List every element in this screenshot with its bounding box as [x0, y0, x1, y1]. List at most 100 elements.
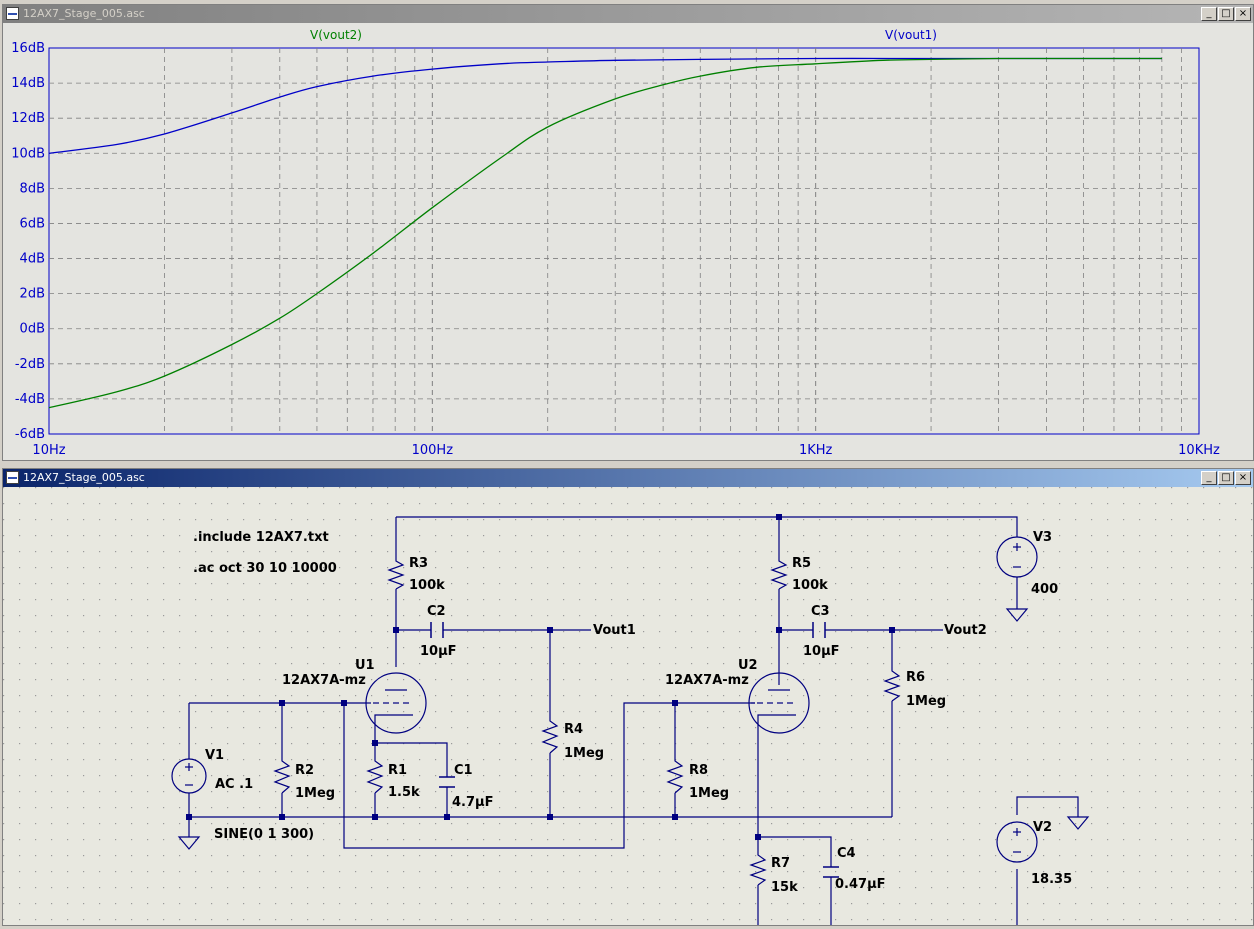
- label-v2[interactable]: V2: [1033, 820, 1052, 835]
- value-r5[interactable]: 100k: [792, 578, 828, 593]
- value-r2[interactable]: 1Meg: [295, 786, 335, 801]
- y-tick-label: 2dB: [20, 287, 45, 302]
- value-r7[interactable]: 15k: [771, 880, 798, 895]
- value-u1[interactable]: 12AX7A-mz: [282, 673, 366, 688]
- label-c3[interactable]: C3: [811, 604, 830, 619]
- resistor-r2[interactable]: [273, 757, 291, 794]
- y-tick-label: 10dB: [11, 146, 45, 161]
- x-tick-label: 10KHz: [1178, 443, 1220, 458]
- resistor-r1[interactable]: [366, 757, 384, 794]
- value-r3[interactable]: 100k: [409, 578, 445, 593]
- label-r4[interactable]: R4: [564, 722, 583, 737]
- x-tick-label: 1KHz: [799, 443, 833, 458]
- legend-vout2[interactable]: V(vout2): [310, 28, 362, 42]
- schematic-content: .include 12AX7.txt .ac oct 30 10 10000 R…: [3, 487, 1253, 925]
- source-v2[interactable]: [996, 821, 1038, 863]
- ac-analysis-plot[interactable]: 16dB14dB12dB10dB8dB6dB4dB2dB0dB-2dB-4dB-…: [3, 23, 1253, 460]
- junctions: [186, 514, 895, 840]
- label-c4[interactable]: C4: [837, 846, 856, 861]
- capacitors: [430, 622, 839, 878]
- value-c3[interactable]: 10µF: [803, 644, 840, 659]
- label-r7[interactable]: R7: [771, 856, 790, 871]
- y-tick-label: 0dB: [20, 322, 45, 337]
- resistor-r6[interactable]: [883, 667, 901, 702]
- value-c1[interactable]: 4.7µF: [452, 795, 493, 810]
- y-tick-label: 14dB: [11, 76, 45, 91]
- source-v1[interactable]: [171, 758, 207, 794]
- net-vout1[interactable]: Vout1: [593, 623, 636, 638]
- y-tick-label: 8dB: [20, 181, 45, 196]
- plot-window-titlebar[interactable]: 12AX7_Stage_005.asc _□×: [3, 5, 1253, 23]
- series-line-vout1[interactable]: [48, 57, 1162, 154]
- ground-symbols: [177, 608, 1090, 850]
- legend-vout1[interactable]: V(vout1): [885, 28, 937, 42]
- y-axis-labels: 16dB14dB12dB10dB8dB6dB4dB2dB0dB-2dB-4dB-…: [11, 41, 45, 442]
- triode-u2[interactable]: [748, 672, 810, 734]
- capacitor-c2[interactable]: [430, 622, 444, 638]
- plot-window-title: 12AX7_Stage_005.asc: [23, 7, 145, 20]
- label-r8[interactable]: R8: [689, 763, 708, 778]
- value-v2[interactable]: 18.35: [1031, 872, 1072, 887]
- y-tick-label: 4dB: [20, 252, 45, 267]
- source-v3[interactable]: [996, 536, 1038, 578]
- triodes: [365, 672, 810, 734]
- value-r6[interactable]: 1Meg: [906, 694, 946, 709]
- plot-area[interactable]: [48, 47, 1200, 435]
- capacitor-c4[interactable]: [823, 866, 839, 878]
- schematic-maximize-button[interactable]: □: [1218, 471, 1234, 485]
- voltage-sources: [171, 536, 1038, 863]
- x-axis-labels: 10Hz 100Hz 1KHz 10KHz: [32, 443, 1220, 458]
- label-r2[interactable]: R2: [295, 763, 314, 778]
- y-tick-label: -4dB: [15, 392, 45, 407]
- label-u1[interactable]: U1: [355, 658, 375, 673]
- resistor-r8[interactable]: [666, 757, 684, 794]
- label-v1[interactable]: V1: [205, 748, 224, 763]
- value-u2[interactable]: 12AX7A-mz: [665, 673, 749, 688]
- plot-maximize-button[interactable]: □: [1218, 7, 1234, 21]
- schematic-minimize-button[interactable]: _: [1201, 471, 1217, 485]
- directive-ac[interactable]: .ac oct 30 10 10000: [193, 561, 337, 576]
- directive-include[interactable]: .include 12AX7.txt: [193, 530, 329, 545]
- resistor-r3[interactable]: [387, 557, 405, 590]
- x-tick-label: 10Hz: [32, 443, 65, 458]
- value-v3[interactable]: 400: [1031, 582, 1058, 597]
- value-v1[interactable]: AC .1: [215, 777, 253, 792]
- y-tick-label: 12dB: [11, 111, 45, 126]
- value-r1[interactable]: 1.5k: [388, 785, 420, 800]
- resistor-r4[interactable]: [541, 717, 559, 754]
- label-c2[interactable]: C2: [427, 604, 446, 619]
- schematic-labels: .include 12AX7.txt .ac oct 30 10 10000 R…: [193, 530, 1072, 895]
- triode-u1[interactable]: [365, 672, 427, 734]
- value-r4[interactable]: 1Meg: [564, 746, 604, 761]
- plot-grid: [49, 48, 1199, 434]
- x-tick-label: 100Hz: [412, 443, 454, 458]
- label-u2[interactable]: U2: [738, 658, 758, 673]
- label-r5[interactable]: R5: [792, 556, 811, 571]
- schematic-grid-dots: [3, 487, 1253, 925]
- label-r1[interactable]: R1: [388, 763, 407, 778]
- label-v3[interactable]: V3: [1033, 530, 1052, 545]
- y-tick-label: 16dB: [11, 41, 45, 56]
- net-vout2[interactable]: Vout2: [944, 623, 987, 638]
- value-v1-sine[interactable]: SINE(0 1 300): [214, 827, 314, 842]
- y-tick-label: -6dB: [15, 427, 45, 442]
- resistors: [273, 557, 901, 886]
- resistor-r5[interactable]: [770, 557, 788, 590]
- plot-minimize-button[interactable]: _: [1201, 7, 1217, 21]
- label-r6[interactable]: R6: [906, 670, 925, 685]
- capacitor-c3[interactable]: [812, 622, 826, 638]
- schematic-close-button[interactable]: ×: [1235, 471, 1251, 485]
- label-c1[interactable]: C1: [454, 763, 473, 778]
- plot-close-button[interactable]: ×: [1235, 7, 1251, 21]
- series-line-vout2[interactable]: [48, 57, 1162, 409]
- value-c2[interactable]: 10µF: [420, 644, 457, 659]
- value-c4[interactable]: 0.47µF: [835, 877, 886, 892]
- plot-window[interactable]: 12AX7_Stage_005.asc _□× 16dB 14dB 12dB 10dB…: [2, 4, 1254, 461]
- schematic-window[interactable]: 12AX7_Stage_005.asc _□×: [2, 468, 1254, 926]
- capacitor-c1[interactable]: [439, 776, 455, 788]
- label-r3[interactable]: R3: [409, 556, 428, 571]
- resistor-r7[interactable]: [749, 851, 767, 886]
- schematic-window-titlebar[interactable]: 12AX7_Stage_005.asc _□×: [3, 469, 1253, 487]
- schematic-canvas[interactable]: .include 12AX7.txt .ac oct 30 10 10000 R…: [3, 487, 1253, 925]
- value-r8[interactable]: 1Meg: [689, 786, 729, 801]
